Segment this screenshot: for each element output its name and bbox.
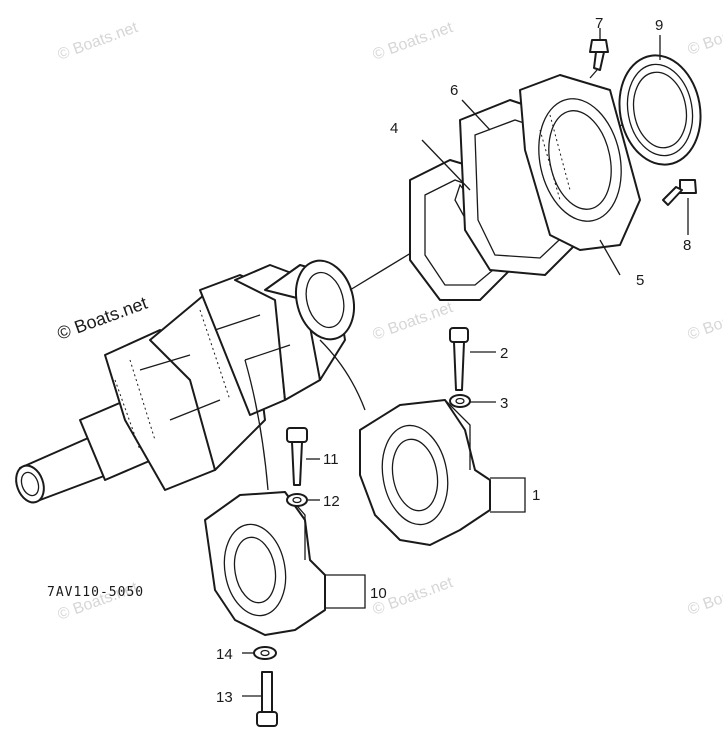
watermark: © Boats.net — [686, 574, 723, 619]
callout-14: 14 — [216, 646, 233, 663]
callout-7: 7 — [595, 15, 603, 32]
callout-2: 2 — [500, 345, 508, 362]
watermark: © Boats.net — [371, 19, 456, 64]
callout-8: 8 — [683, 237, 691, 254]
callout-4: 4 — [390, 120, 398, 137]
bolt-2 — [449, 327, 469, 391]
bearing-10 — [204, 491, 326, 636]
watermark: © Boats.net — [56, 19, 141, 64]
callout-10: 10 — [370, 585, 387, 602]
housing-5 — [519, 74, 641, 251]
washer-12 — [286, 493, 308, 507]
crankshaft — [15, 119, 631, 504]
bolt-7 — [589, 39, 609, 79]
oil-seal-9 — [618, 54, 702, 166]
watermark: © Boats.net — [686, 14, 723, 59]
watermark: © Boats.net — [686, 299, 723, 344]
callout-6: 6 — [450, 82, 458, 99]
washer-3 — [449, 394, 471, 408]
bolt-13 — [256, 671, 278, 727]
callout-3: 3 — [500, 395, 508, 412]
callout-11: 11 — [323, 451, 339, 468]
callout-labels: 1 2 3 4 5 6 7 8 9 10 11 12 13 14 — [216, 15, 691, 706]
washer-14 — [253, 646, 277, 660]
watermark: © Boats.net — [371, 299, 456, 344]
bearing-1 — [359, 399, 491, 546]
callout-1: 1 — [532, 487, 540, 504]
callout-9: 9 — [655, 17, 663, 34]
callout-12: 12 — [323, 493, 340, 510]
part-code: 7AV110-5050 — [47, 585, 144, 600]
leader-lines — [242, 28, 689, 697]
callout-13: 13 — [216, 689, 233, 706]
callout-5: 5 — [636, 272, 644, 289]
bolt-8 — [662, 179, 697, 206]
watermark: © Boats.net — [55, 293, 150, 344]
bolt-11 — [286, 427, 308, 486]
